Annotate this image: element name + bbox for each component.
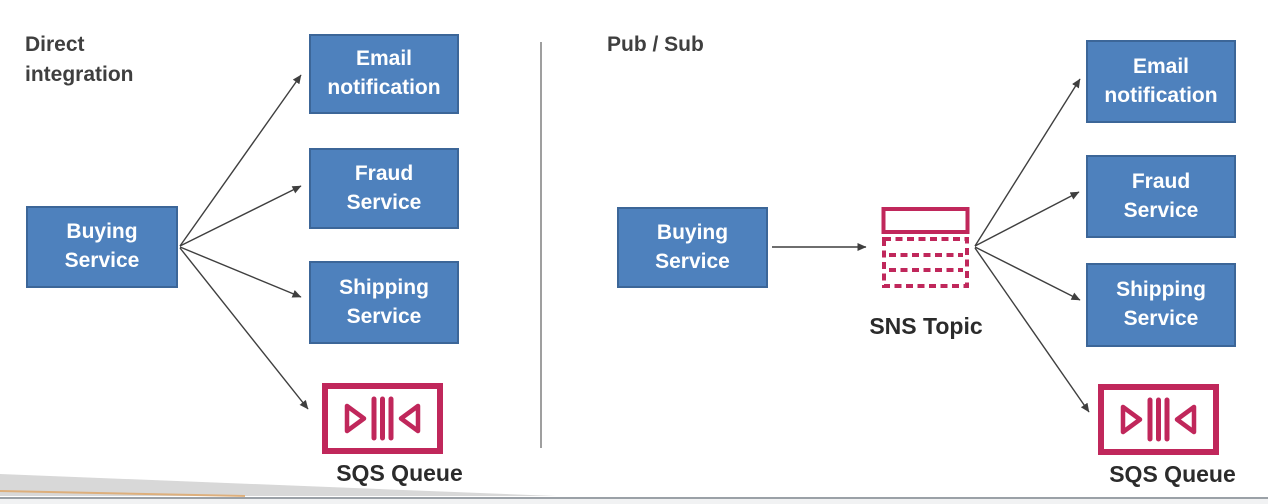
arrow-right-sns-to-fraud	[974, 191, 1080, 247]
right-fraud-service-box: Fraud Service	[1086, 155, 1236, 238]
slide-corner-wedge-accent	[0, 490, 246, 497]
arrow-left-buying-to-email	[179, 74, 302, 247]
left-shipping-service-label: Shipping Service	[339, 275, 429, 328]
left-email-notification-box: Email notification	[309, 34, 459, 114]
left-buying-service-label: Buying Service	[64, 220, 140, 272]
right-shipping-service-label: Shipping Service	[1116, 278, 1206, 330]
right-fraud-service-label: Fraud Service	[1123, 169, 1199, 222]
right-buying-service-box: Buying Service	[617, 207, 768, 288]
arrow-right-sns-to-shipping	[974, 246, 1081, 301]
sns-icon-dashed-body	[882, 237, 969, 288]
sqs-queue-icon	[322, 383, 443, 454]
left-fraud-service-box: Fraud Service	[309, 148, 459, 229]
sns-icon-header-rect	[881, 207, 970, 234]
panel-divider	[540, 42, 542, 448]
arrow-right-sns-to-email	[974, 78, 1081, 247]
sqs-queue-icon	[1098, 384, 1219, 455]
left-panel-title: Direct integration	[25, 33, 134, 87]
arrow-left-buying-to-sqs	[179, 247, 309, 410]
arrow-left-buying-to-fraud	[179, 185, 302, 247]
sqs-icon-left-triangle	[398, 403, 421, 434]
arrow-right-sns-to-sqs	[974, 247, 1090, 413]
left-fraud-service-label: Fraud Service	[346, 161, 422, 214]
left-sqs-queue-label: SQS Queue	[336, 460, 463, 486]
sns-topic-label: SNS Topic	[869, 313, 983, 339]
sns-topic-icon	[881, 207, 970, 288]
right-shipping-service-box: Shipping Service	[1086, 263, 1236, 347]
right-email-notification-label: Email notification	[1104, 54, 1218, 107]
left-email-notification-label: Email notification	[327, 47, 441, 99]
bottom-edge-pad	[0, 499, 1268, 504]
slide-corner-wedge	[0, 474, 556, 496]
right-panel-title: Pub / Sub	[607, 33, 704, 56]
sqs-icon-right-triangle	[1120, 404, 1143, 435]
left-shipping-service-box: Shipping Service	[309, 261, 459, 344]
right-sqs-queue-label: SQS Queue	[1109, 461, 1236, 487]
sqs-icon-right-triangle	[344, 403, 367, 434]
arrow-left-buying-to-shipping	[179, 246, 302, 298]
left-buying-service-box: Buying Service	[26, 206, 178, 288]
bottom-edge-line	[0, 497, 1268, 499]
sqs-icon-left-triangle	[1174, 404, 1197, 435]
right-buying-service-label: Buying Service	[655, 220, 730, 273]
right-email-notification-box: Email notification	[1086, 40, 1236, 123]
